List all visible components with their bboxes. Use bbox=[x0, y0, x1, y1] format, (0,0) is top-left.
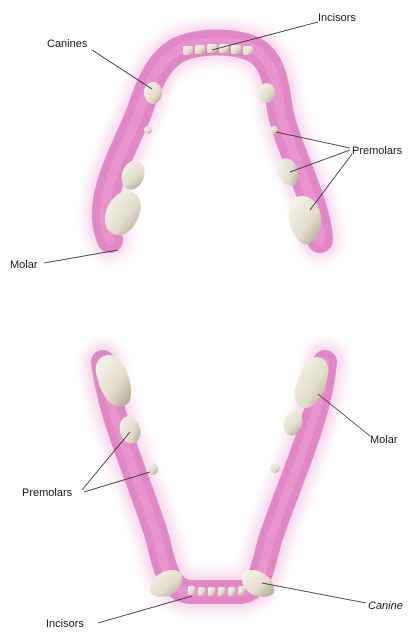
lower-jaw bbox=[96, 355, 329, 597]
upper-right-canine bbox=[259, 83, 275, 103]
upper-incisor-tooth bbox=[195, 45, 205, 54]
lower-incisor-tooth bbox=[218, 587, 225, 596]
lower-canine-label: Canine bbox=[368, 600, 403, 612]
lower-molar-label: Molar bbox=[370, 434, 398, 446]
upper-incisor-tooth bbox=[207, 44, 217, 53]
upper-incisor-tooth bbox=[183, 46, 193, 55]
upper-incisors-label: Incisors bbox=[318, 12, 356, 24]
lower-left-small-premolar bbox=[146, 463, 158, 475]
upper-left-small-premolar bbox=[144, 126, 152, 134]
lower-right-small-premolar bbox=[270, 463, 280, 473]
lower-incisor-tooth bbox=[228, 587, 235, 596]
upper-jaw bbox=[105, 43, 321, 245]
upper-incisor-tooth bbox=[243, 46, 253, 55]
upper-premolars-label: Premolars bbox=[352, 145, 403, 157]
upper-molar-label: Molar bbox=[10, 259, 38, 271]
lower-incisor-tooth bbox=[188, 586, 195, 595]
lower-incisor-tooth bbox=[238, 586, 245, 595]
lower-incisors-label: Incisors bbox=[46, 618, 84, 630]
lower-premolars-label: Premolars bbox=[22, 487, 73, 499]
lower-incisor-tooth bbox=[208, 587, 215, 596]
upper-canines-label: Canines bbox=[47, 38, 88, 50]
lower-incisor-tooth bbox=[198, 587, 205, 596]
upper-incisor-tooth bbox=[231, 45, 241, 54]
upper-incisor-tooth bbox=[219, 44, 229, 53]
lower-canine-leader bbox=[262, 583, 366, 603]
upper-right-small-premolar bbox=[270, 126, 278, 134]
lower-jaw-gum-highlight bbox=[103, 362, 325, 592]
